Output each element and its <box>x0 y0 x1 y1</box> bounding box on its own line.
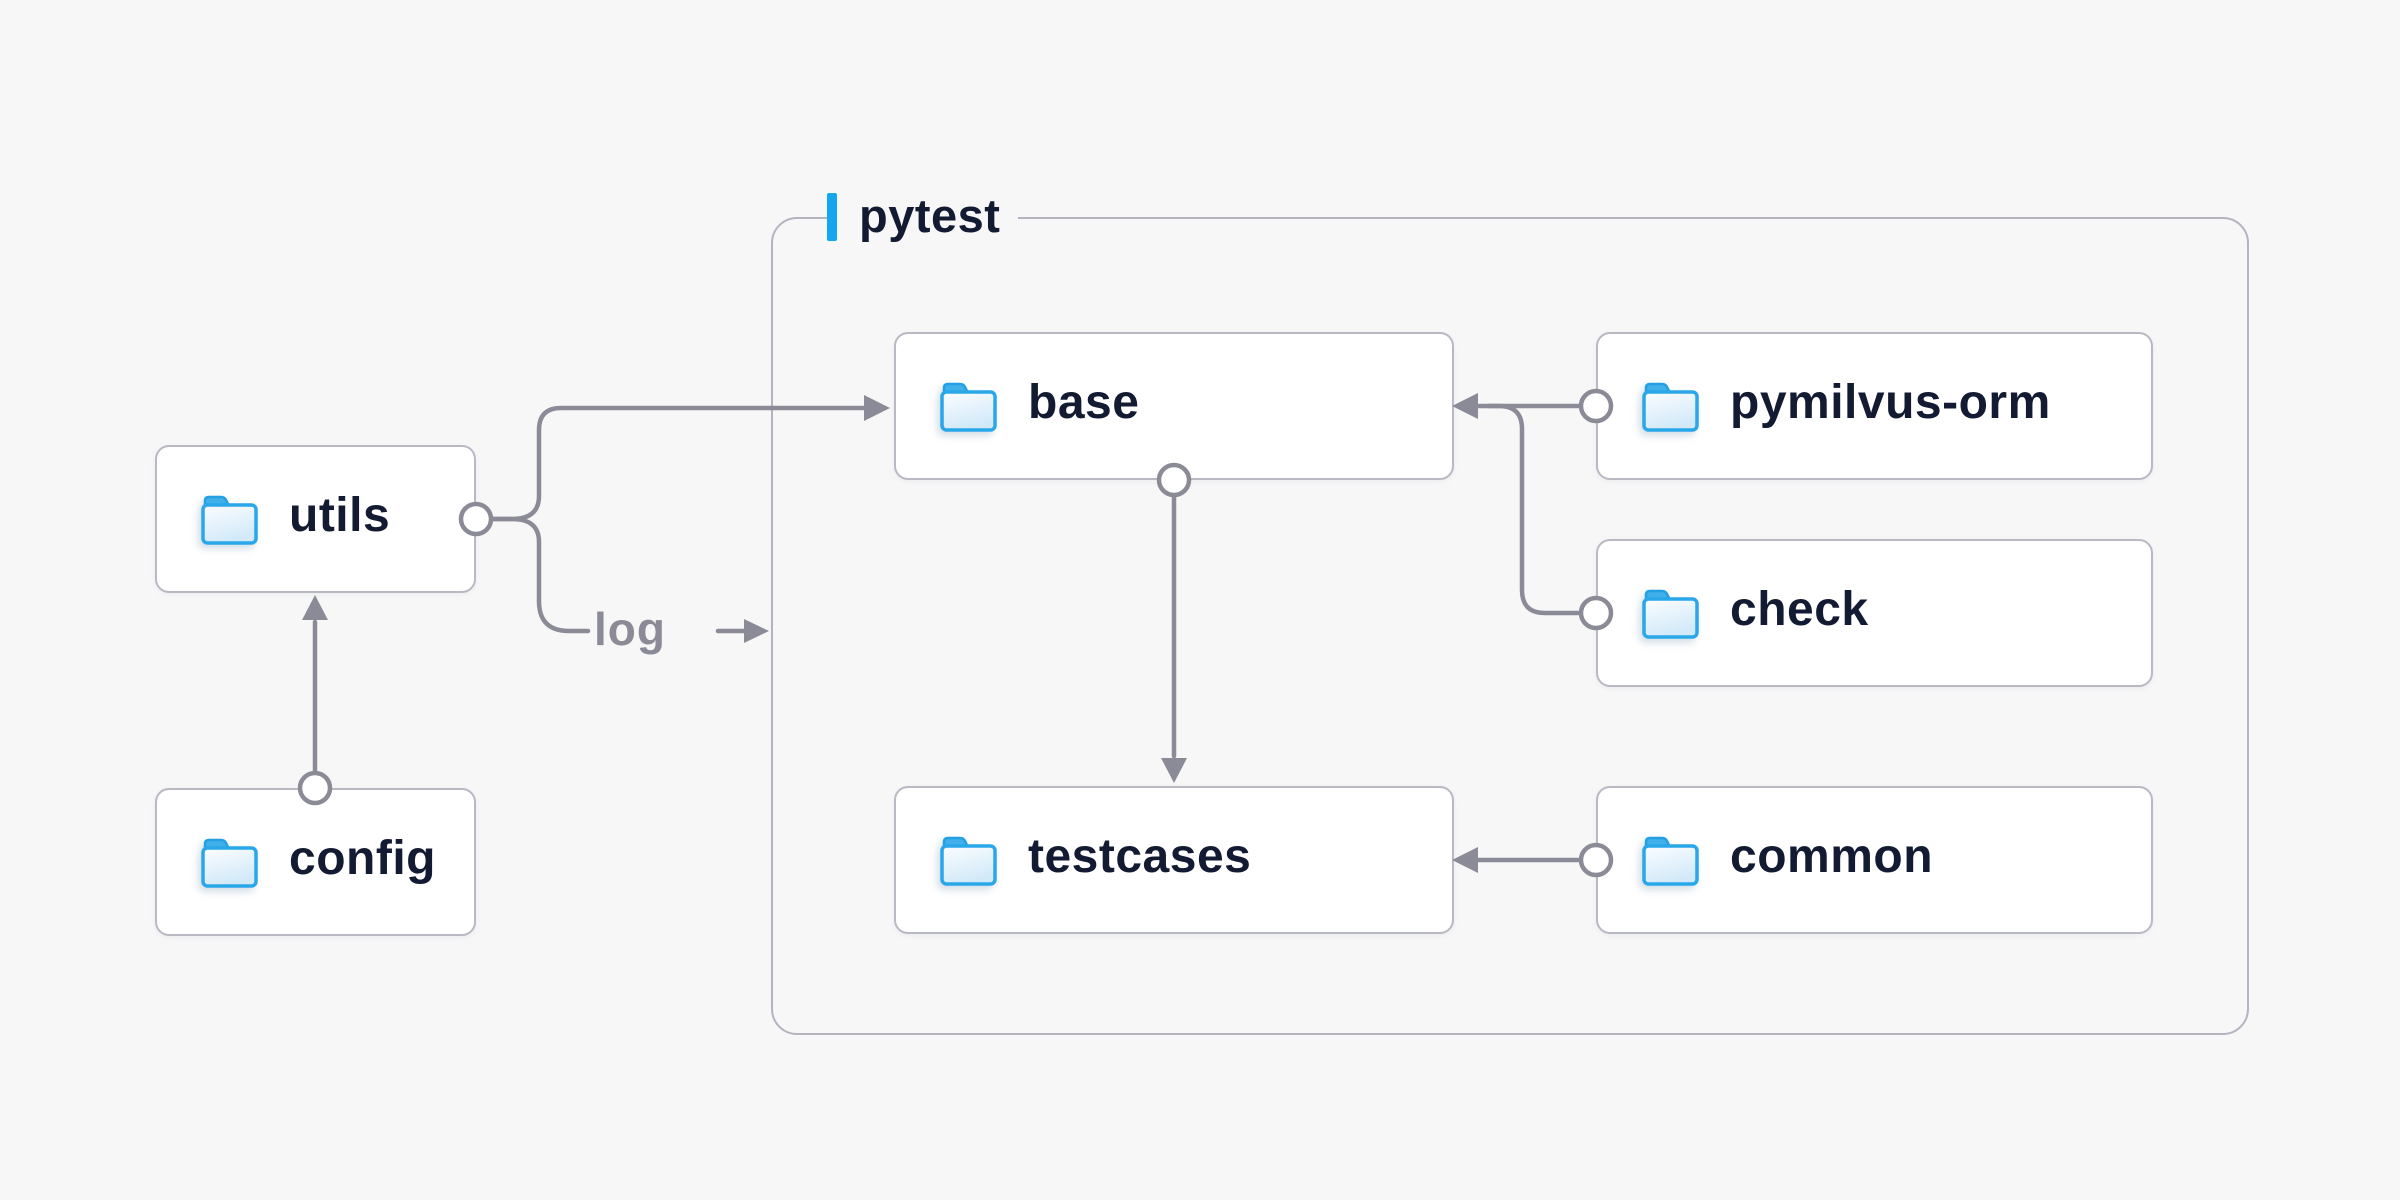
folder-icon <box>940 382 997 432</box>
node-check: check <box>1596 539 2153 687</box>
folder-icon <box>201 838 258 888</box>
arrowhead-into-utils-bottom <box>302 595 328 620</box>
folder-icon <box>1642 589 1699 639</box>
node-utils: utils <box>155 445 476 593</box>
folder-icon <box>1642 382 1699 432</box>
pytest-label-accent-bar <box>827 193 837 241</box>
node-label: config <box>289 832 436 885</box>
node-label: common <box>1730 830 1934 883</box>
node-common: common <box>1596 786 2153 934</box>
folder-icon <box>201 495 258 545</box>
node-label: testcases <box>1028 830 1252 883</box>
node-pymilvus-orm: pymilvus-orm <box>1596 332 2153 480</box>
folder-icon <box>1642 836 1699 886</box>
node-config: config <box>155 788 476 936</box>
edge-label-log: log <box>594 603 666 655</box>
node-label: check <box>1730 583 1869 636</box>
node-testcases: testcases <box>894 786 1454 934</box>
pytest-group-container <box>771 217 2249 1035</box>
pytest-group-label: pytest <box>827 188 1019 246</box>
node-label: pymilvus-orm <box>1730 376 2051 429</box>
node-label: utils <box>289 489 391 542</box>
node-label: base <box>1028 376 1140 429</box>
edge-utils-to-log <box>488 516 591 634</box>
node-base: base <box>894 332 1454 480</box>
folder-icon <box>940 836 997 886</box>
arrowhead-log-into-group <box>744 619 769 643</box>
pytest-label-text: pytest <box>859 188 1001 242</box>
